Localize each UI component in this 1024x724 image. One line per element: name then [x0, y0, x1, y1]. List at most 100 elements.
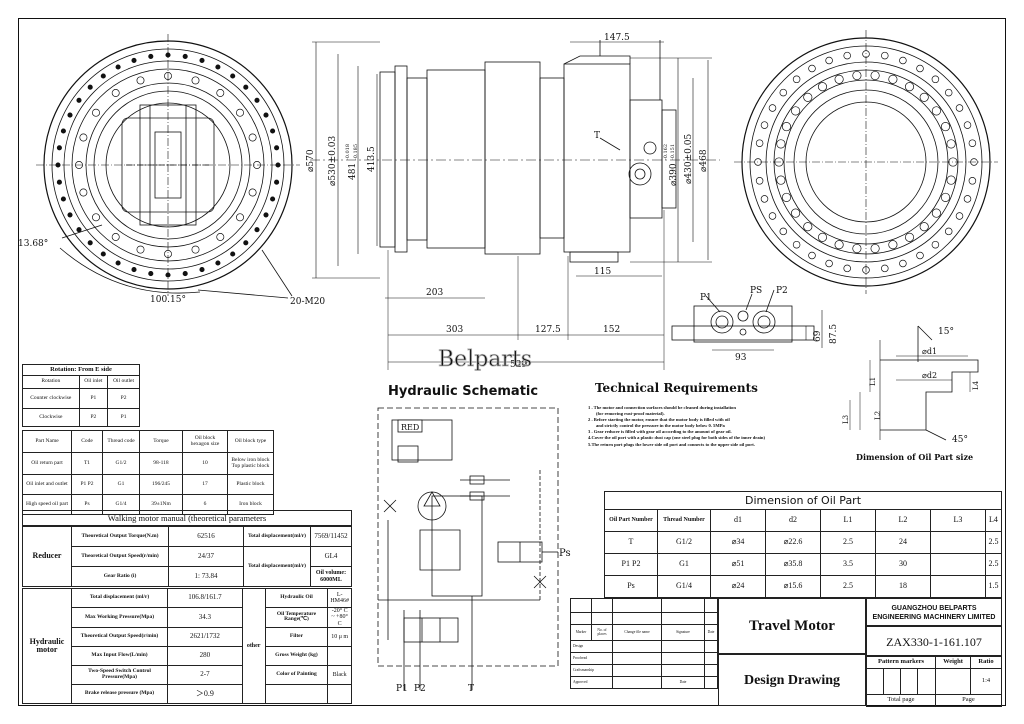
bolt-hole: [779, 88, 788, 97]
schematic-red-label: RED: [401, 423, 419, 432]
parts-cell: 196/245: [139, 474, 183, 495]
bolt-hole: [843, 264, 851, 273]
bolt-hole: [253, 161, 261, 169]
bolt-hole: [131, 57, 137, 63]
motor-value: 2-7: [167, 664, 243, 685]
rotation-header: Oil inlet: [78, 375, 109, 389]
l1-label: L1: [869, 377, 877, 386]
oil-part-header: L1: [820, 509, 876, 532]
other-value: 10 μ m: [327, 626, 352, 647]
bolt-hole: [931, 106, 941, 116]
bolt-hole: [792, 75, 801, 84]
bolt-hole: [75, 161, 83, 169]
oil-part-cell: 18: [875, 575, 931, 598]
parts-cell: T1: [71, 452, 103, 475]
bolt-hole: [888, 74, 898, 84]
bolt-hole: [760, 121, 769, 129]
bolt-hole: [164, 250, 172, 258]
bolt-hole: [931, 240, 940, 249]
oil-volume: Oil volume: 6000ML: [310, 566, 352, 587]
bolt-hole: [111, 233, 120, 241]
oil-part-cell: ⌀35.8: [765, 553, 821, 576]
tech-item: 4.Cover the oil port with a plastic dust…: [588, 435, 765, 441]
motor-value: 34.3: [167, 607, 243, 628]
bolt-hole: [791, 208, 801, 218]
oil-part-cell: [930, 553, 986, 576]
parts-cell: G1/2: [102, 452, 140, 475]
dim-481-tol-dn: -0.185: [353, 144, 359, 160]
motor-param: Brake release pressure (Mpa): [70, 683, 169, 704]
motor-param: Two-Speed Switch Control Pressure(Mpa): [70, 664, 169, 685]
bolt-hole: [916, 251, 924, 260]
bolt-hole: [230, 251, 236, 257]
bolt-hole: [781, 192, 792, 202]
bolt-hole: [215, 260, 221, 266]
bolt-hole: [776, 139, 786, 149]
dim-115: 115: [594, 267, 611, 277]
bolt-hole: [862, 50, 870, 58]
bolt-hole: [254, 97, 260, 103]
other-label: other: [241, 588, 266, 704]
weight-label: Weight: [935, 656, 971, 669]
motor-param: Total displacement (ml/r): [70, 588, 169, 608]
other-value: [327, 645, 352, 666]
rev-header: No. of places: [591, 624, 613, 641]
dim-203: 203: [426, 288, 443, 298]
rotation-header: Oil outlet: [107, 375, 140, 389]
parts-cell: Oil inlet and outlet: [22, 474, 72, 495]
oil-part-cell: G1/2: [657, 531, 711, 554]
rotation-cell: P1: [78, 388, 109, 409]
oil-part-cell: 24: [875, 531, 931, 554]
bolt-hole: [843, 51, 851, 60]
bolt-hole: [274, 179, 280, 185]
rev-header: Marker: [570, 624, 592, 641]
dim-530: ⌀530±0.03: [328, 136, 338, 186]
oil-part-cell: 2.5: [820, 531, 876, 554]
motor-value: 2621/1732: [167, 626, 243, 647]
bolt-hole: [963, 195, 972, 203]
disp2-label: Total displacement(ml/r): [243, 546, 311, 587]
other-param: Hydraulic Oil: [264, 588, 329, 608]
bolt-hole: [779, 227, 788, 236]
bolt-hole: [919, 92, 929, 102]
bolt-hole: [100, 73, 106, 79]
role-label: Approved: [570, 676, 613, 689]
bolt-hole: [899, 259, 907, 268]
dim-529: 529: [510, 360, 527, 370]
bolt-hole: [92, 213, 100, 222]
schematic-ps-label: Ps: [559, 548, 571, 559]
bolt-hole: [817, 232, 828, 242]
bolt-hole: [230, 73, 236, 79]
rotation-cell: P1: [107, 408, 140, 427]
bolt-hole: [768, 104, 777, 112]
dim-390-tol-up: -0.162: [663, 144, 669, 160]
bolt-hole: [754, 158, 762, 166]
manual-reducer-table: Reducer Theoretical Output Torque(N.m) 6…: [22, 526, 352, 587]
disp2-value: GL4: [310, 546, 352, 567]
bolt-hole: [803, 92, 813, 102]
angle-13-label: 13.68°: [18, 239, 48, 249]
bolt-hole: [191, 245, 200, 254]
tech-item: 2 . Before starting the motor, ensure th…: [588, 417, 730, 423]
reducer-param: Theoretical Output Speed(r/min): [71, 546, 169, 567]
dim-570: ⌀570: [306, 149, 316, 172]
bolt-hole: [919, 222, 929, 232]
rotation-cell: P2: [107, 388, 140, 409]
oil-part-cell: [930, 575, 986, 598]
schematic-p2-label: P2: [414, 684, 426, 694]
bolt-hole: [970, 158, 978, 166]
bolt-hole: [955, 212, 964, 220]
bolt-hole: [243, 84, 249, 90]
bolt-hole: [164, 72, 172, 80]
rotation-cell: Counter clockwise: [22, 388, 80, 409]
bolt-hole: [946, 175, 956, 185]
parts-cell: P1 P2: [71, 474, 103, 495]
bolt-hole: [760, 195, 769, 203]
rotation-table: Rotation: From E side Rotation Oil inlet…: [22, 364, 140, 427]
rotation-cell: P2: [78, 408, 109, 427]
bolt-hole: [791, 106, 801, 116]
tech-item: 1 . The motor and connection surfaces sh…: [588, 405, 736, 410]
ratio-label: Ratio: [970, 656, 1002, 669]
angle-100-label: 100.15°: [150, 295, 186, 305]
bolt-hole: [946, 139, 956, 149]
